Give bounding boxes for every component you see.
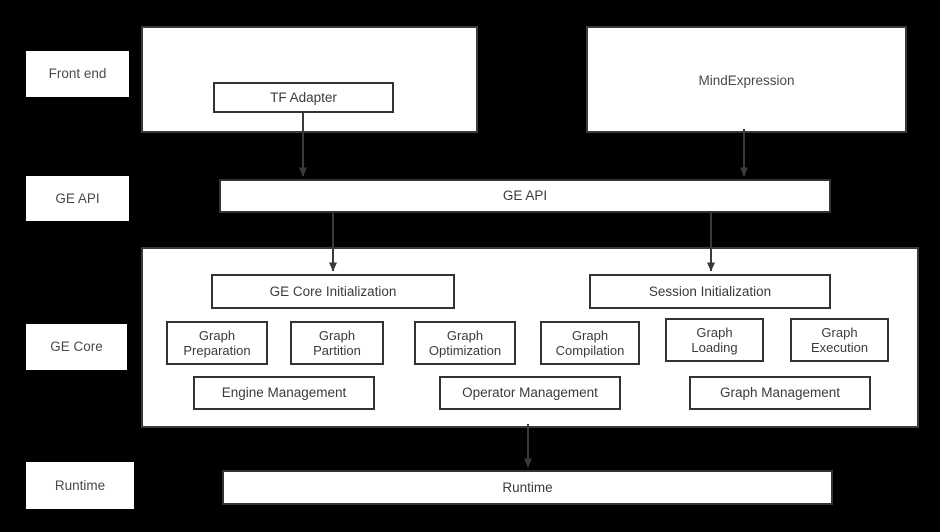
engine-management-box[interactable]: Engine Management (193, 376, 375, 410)
tensorflow-container[interactable]: Tensorflow (141, 26, 478, 133)
session-initialization-label: Session Initialization (648, 283, 772, 299)
graph-execution-box[interactable]: Graph Execution (790, 318, 889, 362)
graph-partition-box[interactable]: Graph Partition (290, 321, 384, 365)
graph-management-label: Graph Management (719, 385, 841, 401)
rail-label-runtime-text: Runtime (54, 477, 106, 493)
engine-management-label: Engine Management (221, 385, 347, 401)
ge-core-initialization-box[interactable]: GE Core Initialization (211, 274, 455, 309)
rail-label-front-end: Front end (26, 51, 129, 97)
rail-label-runtime: Runtime (26, 462, 134, 509)
rail-label-front-end-text: Front end (48, 66, 107, 82)
graph-preparation-label: Graph Preparation (183, 327, 251, 358)
graph-management-box[interactable]: Graph Management (689, 376, 871, 410)
mindexpression-title: MindExpression (698, 73, 795, 88)
operator-management-box[interactable]: Operator Management (439, 376, 621, 410)
rail-label-ge-api-text: GE API (55, 190, 100, 206)
graph-compilation-box[interactable]: Graph Compilation (540, 321, 640, 365)
tf-adapter-label: TF Adapter (270, 89, 337, 105)
tf-adapter-box[interactable]: TF Adapter (213, 82, 394, 113)
graph-optimization-box[interactable]: Graph Optimization (414, 321, 516, 365)
graph-partition-label: Graph Partition (313, 327, 361, 358)
rail-label-ge-core-text: GE Core (50, 339, 103, 355)
rail-label-ge-core: GE Core (26, 324, 127, 370)
graph-compilation-label: Graph Compilation (555, 327, 625, 358)
session-initialization-box[interactable]: Session Initialization (589, 274, 831, 309)
mindexpression-container[interactable]: MindExpression (586, 26, 907, 133)
rail-label-ge-api: GE API (26, 176, 129, 221)
graph-loading-box[interactable]: Graph Loading (665, 318, 764, 362)
graph-loading-label: Graph Loading (691, 324, 738, 355)
graph-preparation-box[interactable]: Graph Preparation (166, 321, 268, 365)
runtime-bar[interactable]: Runtime (222, 470, 833, 505)
operator-management-label: Operator Management (462, 385, 598, 401)
ge-api-bar[interactable]: GE API (219, 179, 831, 213)
graph-execution-label: Graph Execution (810, 324, 869, 355)
graph-optimization-label: Graph Optimization (428, 327, 502, 358)
ge-core-initialization-label: GE Core Initialization (269, 283, 397, 299)
runtime-bar-label: Runtime (502, 479, 553, 495)
ge-api-bar-label: GE API (502, 188, 548, 204)
